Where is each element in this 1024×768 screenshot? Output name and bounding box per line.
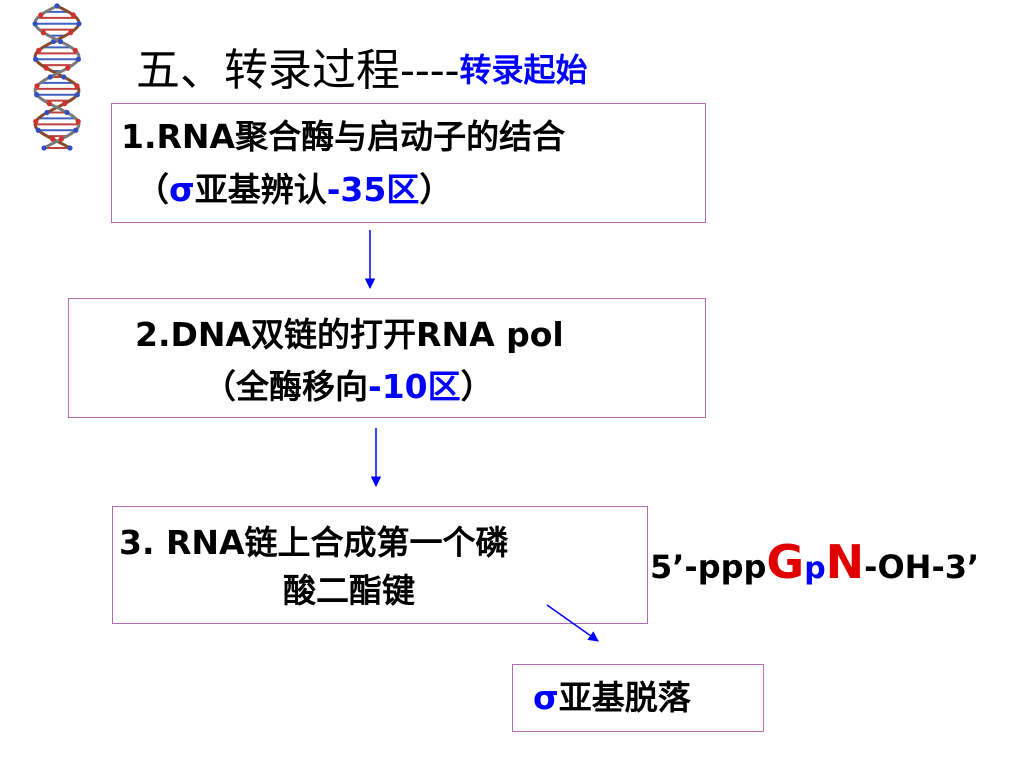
dna-atom [33,118,39,124]
step-2-region: -10区 [368,367,461,406]
dna-atom [67,145,73,151]
dna-atom [68,30,74,36]
dinucleotide-formula: 5’-pppGpN-OH-3’ [650,538,979,593]
step-1-subunit-text: 亚基辨认 [194,170,327,209]
dna-atom [41,145,47,151]
dna-atom [74,92,80,98]
sigma-release-label: σ亚基脱落 [533,676,691,720]
step-3-line-1: 3. RNA链上合成第一个磷 [119,523,509,562]
dna-atom [34,83,40,89]
dna-atom [44,109,50,116]
dna-atom [35,127,41,133]
dna-atom [43,65,49,71]
dna-atom [76,21,82,27]
step-2-text: （全酶移向 [203,367,368,406]
step-1-sigma: σ [169,170,195,209]
formula-prefix: 5’-ppp [650,548,767,586]
dna-atom [47,74,53,80]
dna-atom [73,127,79,133]
dna-atom [70,12,76,18]
dna-atom [34,92,40,98]
dna-atom [72,47,78,53]
formula-n: N [825,535,865,589]
formula-p: p [804,551,826,586]
dna-atom [58,136,64,142]
step-1-region: -35区 [326,170,420,209]
dna-atom [32,21,38,27]
step-2-line-1: 2.DNA双链的打开RNA pol [135,315,564,354]
sigma-release-sigma: σ [533,678,559,717]
page-title: 五、转录过程----转录起始 [136,40,587,101]
sigma-release-text: 亚基脱落 [558,678,691,717]
dna-atom [57,38,64,45]
dna-atom [38,12,44,18]
dna-atom [64,109,70,116]
step-1-line-2: （σ亚基辨认-35区） [136,168,452,212]
dna-atom [33,56,39,62]
title-main: 五、转录过程---- [136,45,460,96]
dna-atom [40,30,46,36]
dna-atom [61,74,67,80]
dna-atom [46,101,52,107]
dna-atom [65,65,71,71]
step-1-line-1: 1.RNA聚合酶与启动子的结合 [121,117,566,156]
sigma-release-box: σ亚基脱落 [512,664,764,732]
dna-atom [62,101,68,107]
step-2-paren-close: ） [460,367,494,406]
dna-atom [54,3,60,9]
step-2-line-2: （全酶移向-10区） [203,365,494,409]
title-subtitle: 转录起始 [459,51,588,89]
formula-suffix: -OH-3’ [864,548,980,586]
step-1-box: 1.RNA聚合酶与启动子的结合 （σ亚基辨认-35区） [111,103,706,223]
dna-atom [74,83,80,89]
dna-double-helix-icon [32,3,82,151]
dna-atom [75,56,81,62]
dna-atom [36,47,42,53]
step-3-line-2: 酸二酯键 [283,571,415,610]
dna-atom [50,136,56,142]
step-1-paren-close: ） [419,170,453,209]
step-2-box: 2.DNA双链的打开RNA pol （全酶移向-10区） [68,298,706,418]
dna-atom [75,118,81,124]
step-3-box: 3. RNA链上合成第一个磷 酸二酯键 [112,506,648,624]
formula-g: G [766,535,805,589]
step-1-paren-open: （ [136,170,169,209]
